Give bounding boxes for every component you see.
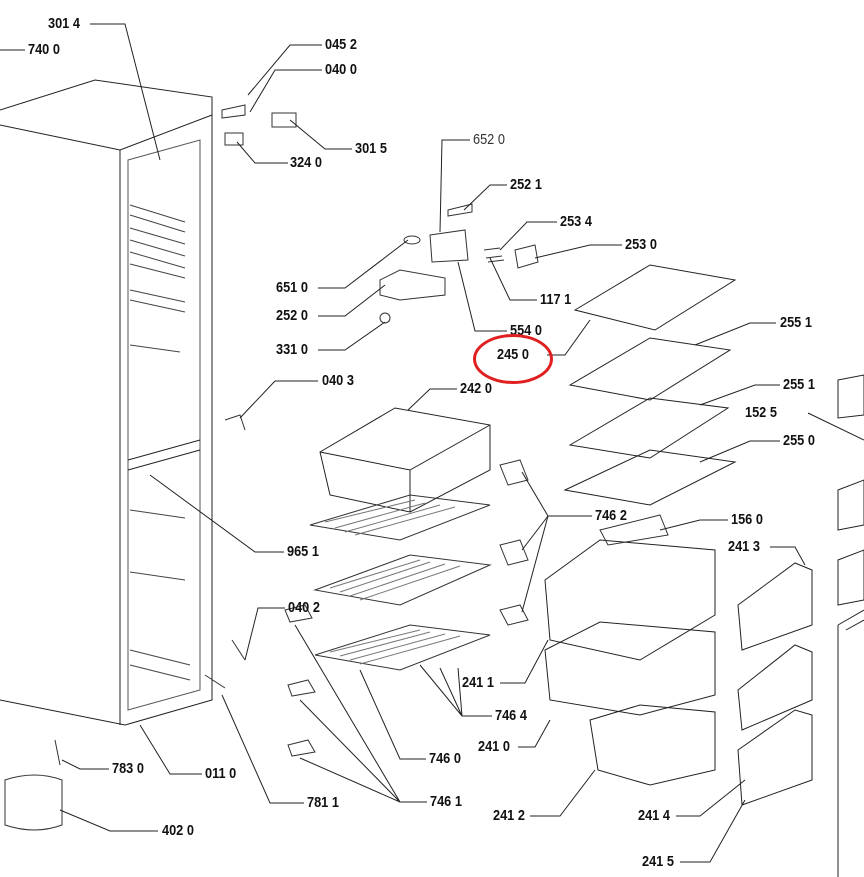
part-label: 402 0 — [162, 822, 194, 839]
part-label: 241 3 — [728, 538, 760, 555]
part-label: 253 0 — [625, 236, 657, 253]
part-label: 252 1 — [510, 176, 542, 193]
part-label: 117 1 — [540, 291, 572, 308]
small-parts — [4, 104, 669, 831]
part-label: 242 0 — [460, 380, 492, 397]
part-label: 253 4 — [560, 213, 592, 230]
highlight-circle — [473, 334, 553, 384]
fridge-cabinet — [0, 79, 213, 726]
wire-shelves — [309, 494, 492, 671]
part-label: 241 5 — [642, 853, 674, 870]
part-label: 241 4 — [638, 807, 670, 824]
part-label: 255 0 — [783, 432, 815, 449]
part-label: 040 2 — [288, 599, 320, 616]
part-label: 241 0 — [478, 738, 510, 755]
part-label: 255 1 — [780, 314, 812, 331]
part-label: 651 0 — [276, 279, 308, 296]
part-label: 965 1 — [287, 543, 319, 560]
part-label: 783 0 — [112, 760, 144, 777]
part-label: 652 0 — [473, 131, 505, 148]
part-label: 301 5 — [355, 140, 387, 157]
part-label: 740 0 — [28, 41, 60, 58]
leader-lines — [0, 23, 864, 863]
part-label: 746 1 — [430, 793, 462, 810]
door-bins — [737, 374, 864, 877]
part-label: 011 0 — [205, 765, 237, 782]
part-label: 331 0 — [276, 341, 308, 358]
part-label: 746 4 — [495, 707, 527, 724]
part-label: 241 2 — [493, 807, 525, 824]
part-label: 781 1 — [307, 794, 339, 811]
glass-shelves — [563, 264, 737, 506]
part-label: 241 1 — [462, 674, 494, 691]
part-label: 255 1 — [783, 376, 815, 393]
part-label: 040 3 — [322, 372, 354, 389]
part-label: 156 0 — [731, 511, 763, 528]
part-label: 040 0 — [325, 61, 357, 78]
part-label: 045 2 — [325, 36, 357, 53]
crisper-drawer-242 — [319, 407, 491, 513]
part-label: 252 0 — [276, 307, 308, 324]
part-label: 746 2 — [595, 507, 627, 524]
part-label: 301 4 — [48, 15, 80, 32]
part-label: 324 0 — [290, 154, 322, 171]
part-label: 152 5 — [745, 404, 777, 421]
part-label: 746 0 — [429, 750, 461, 767]
lower-drawers — [544, 539, 716, 786]
